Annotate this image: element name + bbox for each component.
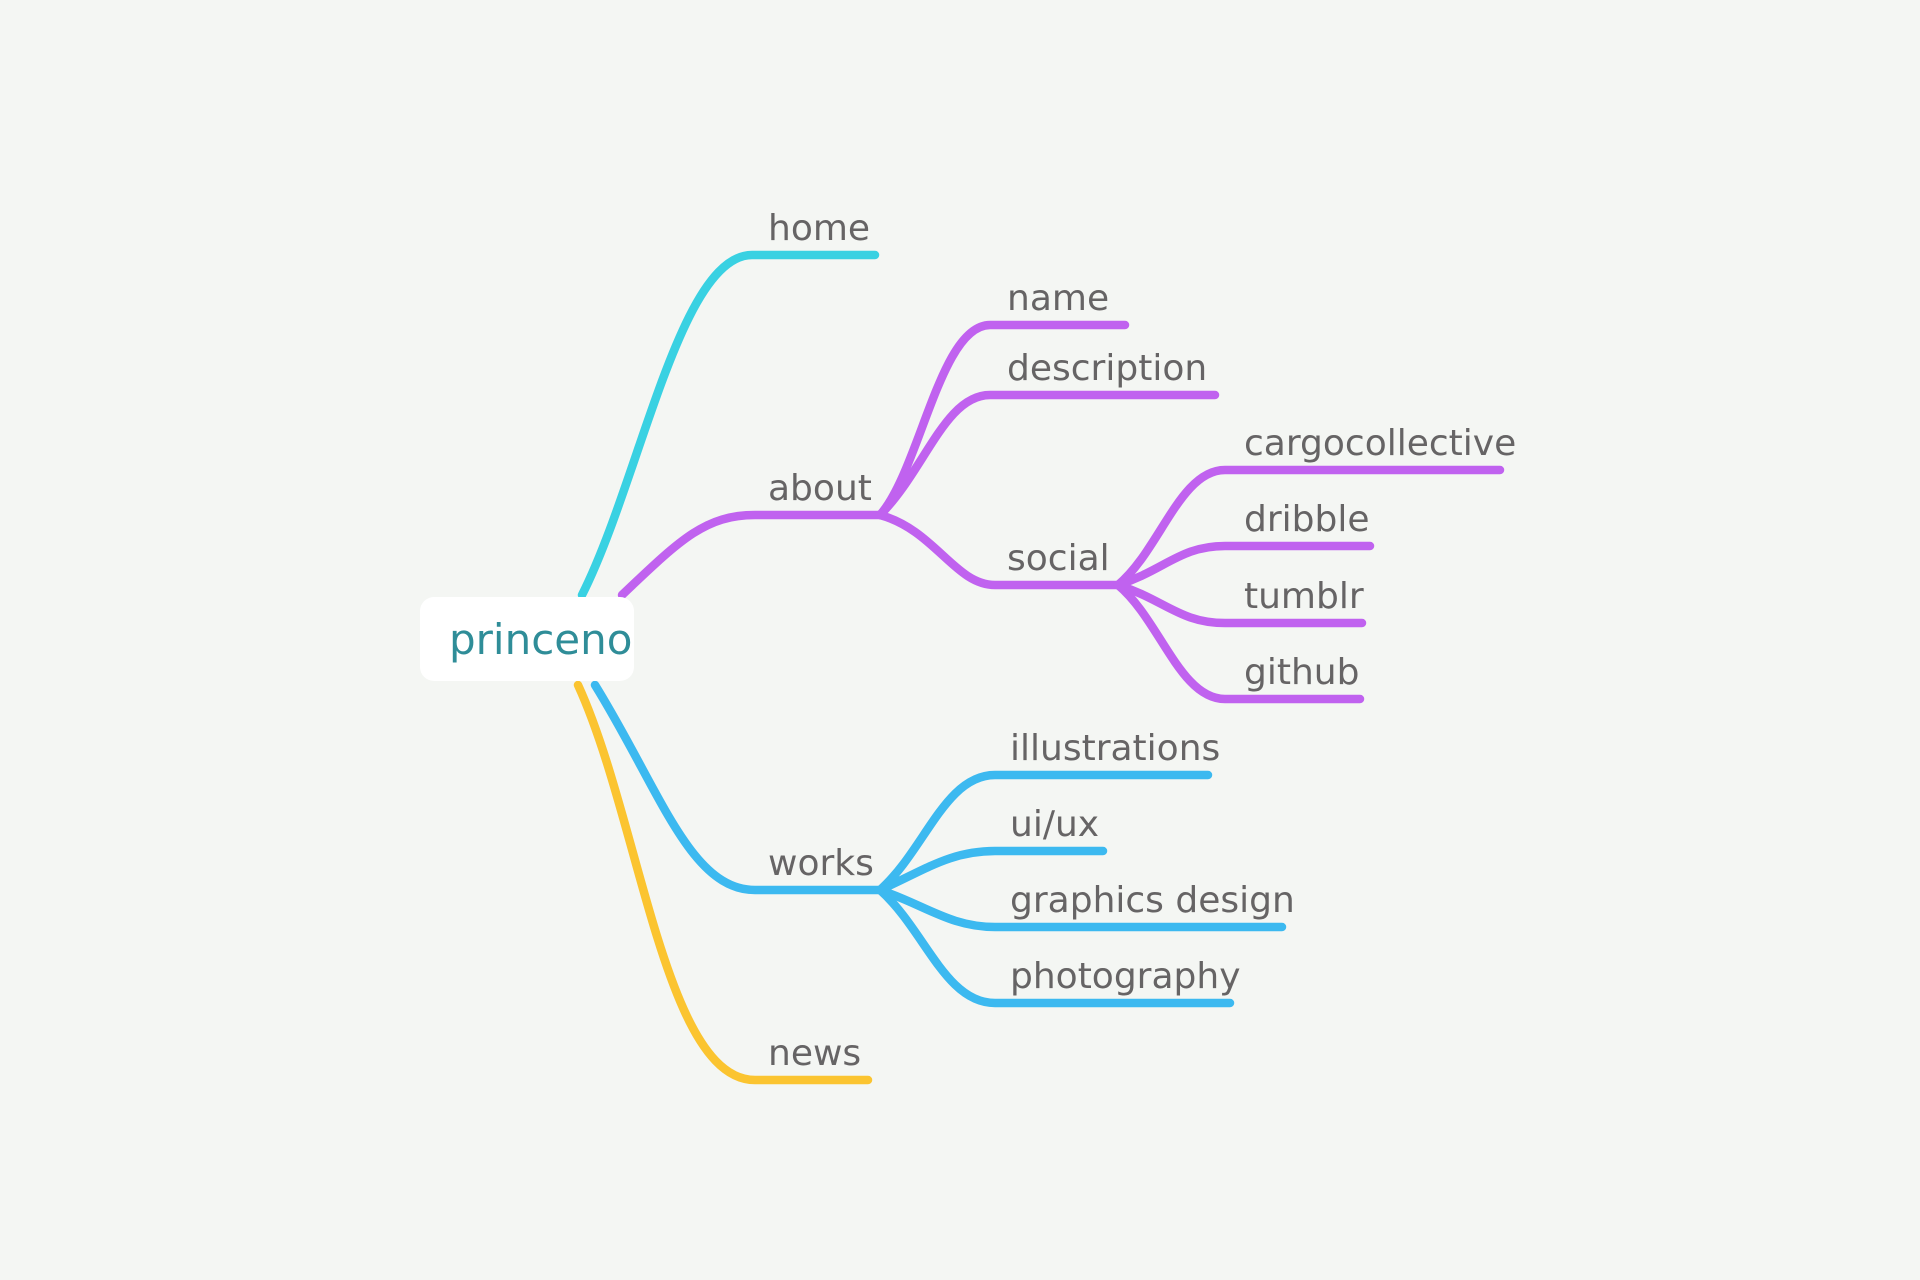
node-label-works[interactable]: works — [768, 843, 874, 884]
branch-line-photography — [875, 885, 1235, 1008]
node-label-cargocollective[interactable]: cargocollective — [1244, 423, 1516, 464]
node-label-graphics-design[interactable]: graphics design — [1010, 880, 1295, 921]
branch-line-graphics-design — [875, 885, 1287, 932]
branch-line-tumblr — [1113, 580, 1367, 628]
node-label-dribble[interactable]: dribble — [1244, 499, 1370, 540]
node-label-description[interactable]: description — [1007, 348, 1207, 389]
branch-line-news — [573, 680, 873, 1085]
node-label-about[interactable]: about — [768, 468, 872, 509]
node-label-github[interactable]: github — [1244, 652, 1359, 693]
node-label-home[interactable]: home — [768, 208, 870, 249]
node-label-photography[interactable]: photography — [1010, 956, 1241, 997]
node-label-tumblr[interactable]: tumblr — [1244, 576, 1364, 617]
node-label-news[interactable]: news — [768, 1033, 861, 1074]
branch-line-illustrations — [875, 770, 1213, 895]
branch-line-social — [875, 510, 1123, 590]
node-label-uiux[interactable]: ui/ux — [1010, 804, 1099, 845]
branch-line-uiux — [875, 846, 1108, 895]
root-node-label: princeno — [449, 615, 632, 664]
branch-line-cargocollective — [1113, 465, 1505, 590]
node-label-illustrations[interactable]: illustrations — [1010, 728, 1220, 769]
branch-line-github — [1113, 580, 1365, 704]
branch-line-works — [590, 680, 885, 895]
node-label-social[interactable]: social — [1007, 538, 1110, 579]
branch-line-home — [577, 250, 880, 600]
root-node-box[interactable] — [420, 597, 634, 681]
branch-line-description — [875, 390, 1220, 520]
branch-line-dribble — [1113, 541, 1375, 590]
branch-line-about — [617, 510, 885, 600]
node-label-name[interactable]: name — [1007, 278, 1109, 319]
